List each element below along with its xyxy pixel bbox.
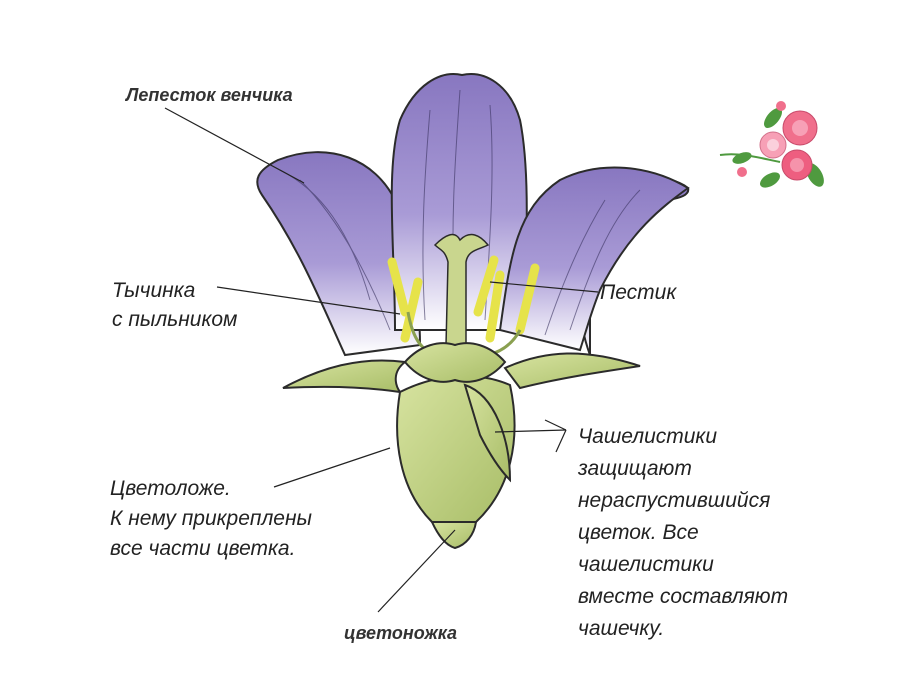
label-sepals-line7: чашечку.: [578, 617, 665, 640]
sepal-front-right: [463, 383, 512, 483]
label-sepals-line2: защищают: [578, 457, 692, 480]
label-receptacle-line2: К нему прикреплены: [110, 507, 312, 530]
petal-right-inner: [498, 166, 690, 352]
label-receptacle-line3: все части цветка.: [110, 537, 296, 560]
label-pistil: Пестик: [600, 281, 677, 304]
label-stamen-line1: Тычинка: [112, 279, 196, 302]
label-pointers: [164, 107, 599, 613]
label-petal: Лепесток венчика: [126, 85, 293, 105]
label-sepals-line1: Чашелистики: [578, 425, 718, 448]
label-sepals: Чашелистики защищают нераспустившийся цв…: [578, 426, 788, 639]
label-receptacle-line1: Цветоложе.: [110, 477, 231, 500]
sepal-right: [503, 352, 641, 390]
pistil: [433, 233, 490, 354]
label-sepals-line6: вместе составляют: [578, 585, 789, 608]
ovary-bulb: [403, 342, 507, 383]
label-stamen-line2: с пыльником: [112, 308, 238, 331]
rose-bouquet-icon: [719, 101, 824, 188]
label-sepals-line5: чашелистики: [578, 553, 714, 576]
label-stamen: Тычинка с пыльником: [112, 280, 237, 330]
sepal-left: [282, 359, 408, 394]
label-sepals-line3: нераспустившийся: [578, 489, 771, 512]
label-pedicel: цветоножка: [344, 623, 458, 643]
label-receptacle: Цветоложе. К нему прикреплены все части …: [110, 478, 312, 559]
corolla: [256, 73, 690, 357]
calyx: [282, 342, 641, 550]
pedicel: [430, 521, 478, 550]
label-sepals-line4: цветок. Все: [578, 521, 699, 544]
